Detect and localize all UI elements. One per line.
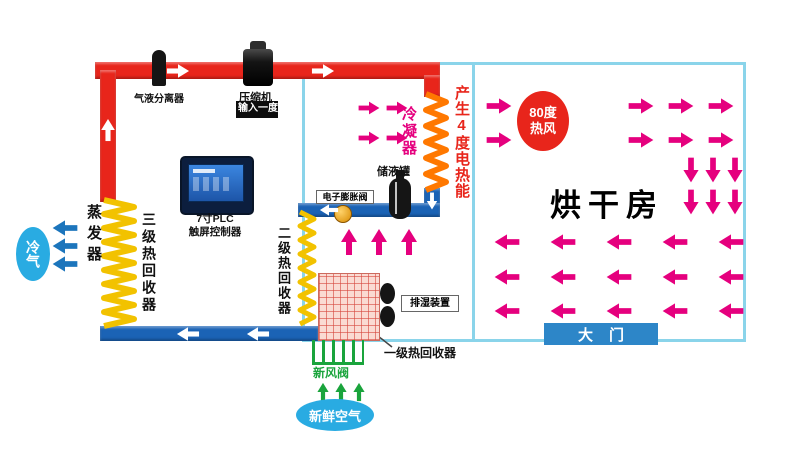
flow-arrow-l-icon [177,327,199,341]
receiver-tank-fitting [396,170,404,180]
flow-arrow-r-icon [708,98,734,114]
flow-arrow-d-icon [427,193,437,210]
flow-arrow-r-icon [386,101,408,115]
cold-air-bubble: 冷气 [16,227,50,281]
fresh-air-label: 新鲜空气 [308,408,361,424]
expansion-valve-label: 电子膨胀阀 [316,190,374,204]
flow-arrow-r-icon [628,132,654,148]
flow-arrow-l-icon [607,269,632,284]
flow-arrow-d-icon [727,158,742,183]
evaporator-label: 蒸发器 [85,204,102,267]
flow-arrow-l-icon [607,234,632,249]
flow-arrow-l-icon [247,327,269,341]
hot-air-line1: 80度 [529,104,557,120]
flow-arrow-l-icon [53,220,78,235]
plc-label-line2: 触屏控制器 [188,225,242,238]
drying-room-label: 烘干房 [550,188,664,223]
electric-input-label: 输入一度电能 [236,101,298,118]
heat-gain-label: 产生4度电热能 [453,85,470,199]
dehumidifier-fan-bottom [380,306,395,327]
flow-arrow-l-icon [320,204,338,215]
cold-air-label: 冷气 [25,240,41,268]
flow-arrow-u-icon [101,119,115,141]
flow-arrow-r-icon [311,64,335,78]
flow-arrow-l-icon [663,234,688,249]
receiver-tank-label: 储液罐 [377,166,410,178]
stage1-heat-recovery-unit [318,273,380,341]
flow-arrow-r-icon [358,101,380,115]
flow-arrow-l-icon [663,303,688,318]
fresh-air-bubble: 新鲜空气 [296,399,374,431]
flow-arrow-d-icon [683,190,698,215]
flow-arrow-u-icon [371,229,387,255]
gas-liquid-separator-label: 气液分离器 [134,94,184,105]
gas-liquid-separator-unit [152,50,166,86]
door-label: 大门 [577,326,640,344]
drying-room-door: 大门 [544,323,658,345]
flow-arrow-r-icon [486,98,512,114]
hot-air-line2: 热风 [529,121,556,136]
pipe-condenser-inlet [424,75,440,97]
stage3-recovery-label: 三级热回收器 [141,212,157,314]
flow-arrow-l-icon [495,234,520,249]
condenser-label: 冷凝器 [400,106,417,157]
flow-arrow-l-icon [551,234,576,249]
flow-arrow-d-icon [727,190,742,215]
flow-arrow-u-icon [401,229,417,255]
pipe-suction-bottom [100,326,318,341]
flow-arrow-r-icon [166,64,190,78]
plc-label-line1: 7寸PLC [196,213,234,225]
compressor-unit [243,49,273,86]
flow-arrow-l-icon [719,234,744,249]
flow-arrow-u-icon [341,229,357,255]
flow-arrow-r-icon [486,132,512,148]
flow-arrow-l-icon [53,238,78,253]
flow-arrow-l-icon [495,269,520,284]
flow-arrow-r-icon [358,131,380,145]
flow-arrow-d-icon [705,190,720,215]
flow-arrow-d-icon [683,158,698,183]
flow-arrow-r-icon [708,132,734,148]
hot-air-bubble: 80度 热风 [517,91,569,151]
stage3-evaporator-coil [101,197,137,329]
flow-arrow-r-icon [628,98,654,114]
flow-arrow-r-icon [668,132,694,148]
flow-arrow-l-icon [719,269,744,284]
flow-arrow-d-icon [705,158,720,183]
plc-touchscreen [188,164,244,202]
plc-label: 7寸PLC 触屏控制器 [178,213,252,238]
flow-arrow-l-icon [551,303,576,318]
plc-controller-unit [180,156,254,215]
drying-room-outer-wall [302,62,746,342]
compressor-top-cap [250,41,266,51]
flow-arrow-r-icon [668,98,694,114]
flow-arrow-r-icon [386,131,408,145]
fresh-air-valve-unit [312,340,364,365]
flow-arrow-u-icon [353,383,364,401]
receiver-tank-unit [389,178,411,219]
machine-room-divider-wall [472,62,475,342]
flow-arrow-l-icon [719,303,744,318]
dehumidifier-label: 排湿装置 [401,295,459,312]
flow-arrow-l-icon [607,303,632,318]
fresh-air-valve-label: 新风阀 [313,366,350,380]
stage2-recovery-label: 二级热回收器 [276,226,291,316]
flow-arrow-l-icon [495,303,520,318]
flow-arrow-l-icon [551,269,576,284]
flow-arrow-l-icon [53,256,78,271]
flow-arrow-l-icon [663,269,688,284]
stage1-recovery-label: 一级热回收器 [384,346,457,360]
dehumidifier-fan-top [380,283,395,304]
